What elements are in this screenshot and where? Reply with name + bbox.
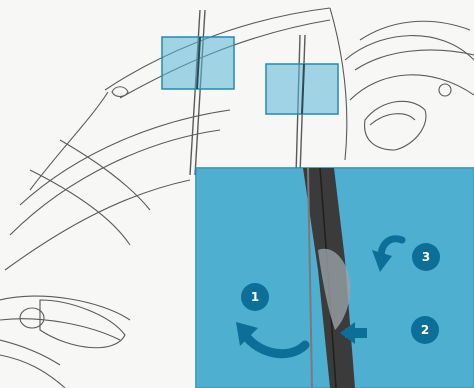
step-label-2: 2 [421,323,429,337]
step-label-3: 3 [422,250,430,264]
step-label-1: 1 [251,290,259,304]
detail-inset: 1 2 3 [196,168,474,388]
step-badge-1: 1 [241,283,269,311]
wiper-highlights [162,37,338,114]
step-badge-3: 3 [412,243,440,271]
step-badge-2: 2 [411,316,439,344]
